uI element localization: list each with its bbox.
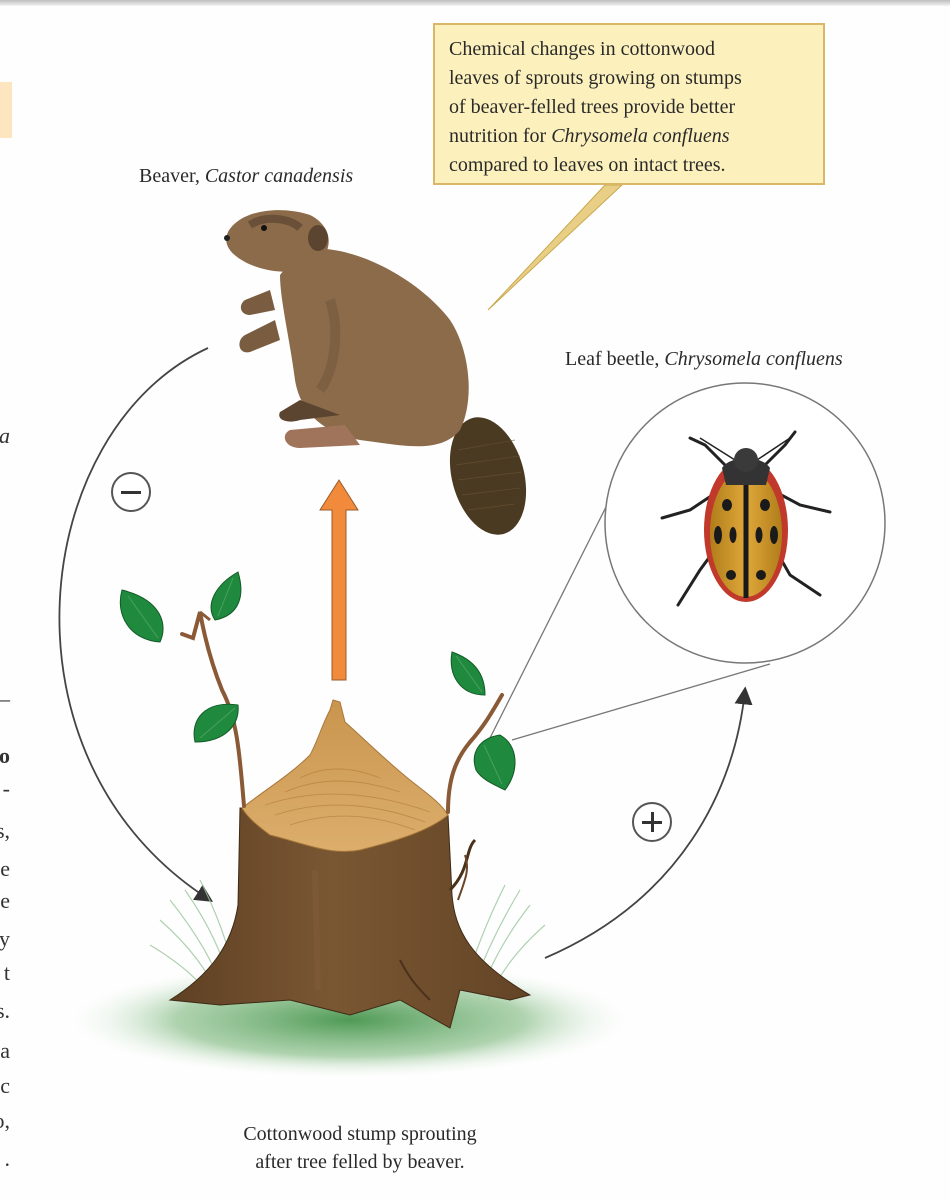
callout-line-4-prefix: nutrition for [449,125,552,147]
callout-pointer [487,184,624,311]
stump-cut-surface [241,699,449,852]
indirect-effect-arrow [319,479,359,681]
callout-line-1: Chemical changes in cottonwood [449,38,716,60]
margin-text-fragment: y [0,926,10,951]
beaver-scientific-name: Castor canadensis [204,165,354,187]
callout-line-5: compared to leaves on intact trees. [449,154,726,176]
minus-bar [121,490,141,494]
beaver-label: Beaver, Castor canadensis [139,164,353,188]
margin-text-fragment: o [0,743,10,768]
nutrition-callout: Chemical changes in cottonwood leaves of… [433,23,825,185]
beaver-illustration [224,210,527,535]
stump-caption-line-1: Cottonwood stump sprouting [243,1123,477,1145]
margin-text-fragment: e [0,888,10,913]
callout-line-4: nutrition for Chrysomela confluens [449,122,811,151]
margin-text-fragment: s, [0,818,10,843]
margin-text-fragment: - [2,776,10,801]
callout-line-2: leaves of sprouts growing on stumps [449,67,742,89]
minus-circle-icon [111,472,151,512]
margin-text-fragment: e [0,856,10,881]
leaf-beetle-illustration [660,430,832,607]
margin-text-fragment: a [0,423,10,448]
magnify-lines [489,494,771,741]
sprout-stem-right [446,693,504,814]
beetle-scientific-name: Chrysomela confluens [664,348,843,370]
sprout-stem-left [180,611,246,808]
callout-species-name: Chrysomela confluens [551,125,730,147]
margin-text-fragment: a [0,1038,10,1063]
plus-bar-vertical [650,812,654,832]
margin-text-fragment: . [4,1146,11,1171]
margin-text-fragment: t [3,960,10,985]
callout-line-3: of beaver-felled trees provide better [449,96,736,118]
plus-circle-icon [632,802,672,842]
window-top-shadow [0,0,950,6]
stump-caption: Cottonwood stump sprouting after tree fe… [180,1120,540,1176]
beetle-common-name: Leaf beetle, [565,348,665,370]
margin-text-fragment: o, [0,1108,10,1133]
beetle-label: Leaf beetle, Chrysomela confluens [565,347,843,371]
margin-text-fragment: c [0,1073,10,1098]
beaver-common-name: Beaver, [139,165,205,187]
stump-trunk [168,807,532,1029]
margin-highlight [0,82,12,138]
margin-text-fragment: s. [0,998,10,1023]
stump-caption-line-2: after tree felled by beaver. [255,1151,465,1173]
negative-effect-arrow [58,347,214,902]
positive-effect-arrow [544,686,753,959]
margin-text-fragment: – [0,686,10,711]
